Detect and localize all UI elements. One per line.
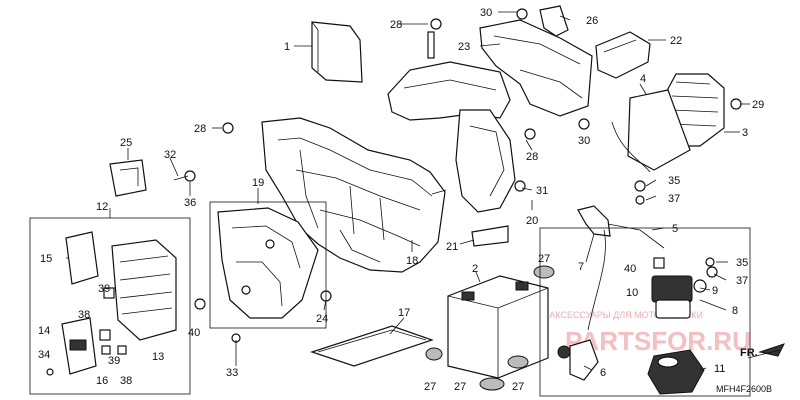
callout-28-c[interactable]: 28 [526, 151, 538, 163]
callout-30-a[interactable]: 30 [480, 7, 492, 19]
part-7-cable[interactable] [577, 205, 665, 331]
group-box-5 [539, 227, 751, 397]
callout-39-a[interactable]: 39 [98, 283, 110, 295]
part-13-fuse-box[interactable] [111, 239, 177, 341]
part-26-clamp[interactable] [539, 5, 569, 37]
front-direction-arrow: FR. [740, 343, 785, 359]
callout-1[interactable]: 1 [284, 41, 290, 53]
callout-24[interactable]: 24 [316, 313, 328, 325]
callout-28-a[interactable]: 28 [390, 19, 402, 31]
callout-37-b[interactable]: 37 [736, 275, 748, 287]
callout-27-a[interactable]: 27 [538, 253, 550, 265]
callout-32[interactable]: 32 [164, 149, 176, 161]
callout-12[interactable]: 12 [96, 201, 108, 213]
callout-33[interactable]: 33 [226, 367, 238, 379]
callout-34[interactable]: 34 [38, 349, 50, 361]
callout-17[interactable]: 17 [398, 307, 410, 319]
leader-lines [66, 11, 750, 371]
part-25-holder[interactable] [109, 159, 147, 197]
callout-23[interactable]: 23 [458, 41, 470, 53]
callout-21[interactable]: 21 [446, 241, 458, 253]
part-19-bracket[interactable] [217, 207, 319, 319]
callout-28-b[interactable]: 28 [194, 123, 206, 135]
callout-26[interactable]: 26 [586, 15, 598, 27]
callout-2[interactable]: 2 [472, 263, 478, 275]
callout-27-c[interactable]: 27 [454, 381, 466, 393]
callout-13[interactable]: 13 [152, 351, 164, 363]
part-11-relay-cover[interactable] [647, 349, 705, 395]
callout-38-a[interactable]: 38 [78, 309, 90, 321]
callout-5[interactable]: 5 [672, 223, 678, 235]
part-17-mat[interactable] [310, 325, 434, 367]
callout-8[interactable]: 8 [732, 305, 738, 317]
callout-27-b[interactable]: 27 [424, 381, 436, 393]
fasteners [46, 8, 742, 391]
callout-35-a[interactable]: 35 [668, 175, 680, 187]
part-22-holder[interactable] [595, 31, 651, 79]
callout-18[interactable]: 18 [406, 255, 418, 267]
part-4-cover[interactable] [611, 89, 691, 173]
callout-25[interactable]: 25 [120, 137, 132, 149]
part-14-cap[interactable] [61, 317, 97, 375]
part-2-battery[interactable] [447, 275, 549, 379]
callout-40-a[interactable]: 40 [188, 327, 200, 339]
callout-15[interactable]: 15 [40, 253, 52, 265]
callout-30-b[interactable]: 30 [578, 135, 590, 147]
watermark-tagline: ЗАПЧАСТИ И АКСЕССУАРЫ ДЛЯ МОТОТЕХНИКИ [490, 310, 703, 320]
callout-19[interactable]: 19 [252, 177, 264, 189]
callout-27-d[interactable]: 27 [512, 381, 524, 393]
callout-37-a[interactable]: 37 [668, 193, 680, 205]
callout-6[interactable]: 6 [600, 367, 606, 379]
part-18-battery-box[interactable] [261, 117, 446, 273]
callout-4[interactable]: 4 [640, 73, 646, 85]
part-1-cover[interactable] [311, 21, 363, 83]
group-box-19 [209, 201, 327, 329]
callout-35-b[interactable]: 35 [736, 257, 748, 269]
callout-7[interactable]: 7 [578, 261, 584, 273]
watermark-brand: PARTSFOR.RU [565, 326, 751, 356]
callout-36[interactable]: 36 [184, 197, 196, 209]
part-6-terminal[interactable] [557, 339, 599, 381]
callout-16[interactable]: 16 [96, 375, 108, 387]
callout-29[interactable]: 29 [752, 99, 764, 111]
callout-3[interactable]: 3 [742, 127, 748, 139]
callout-14[interactable]: 14 [38, 325, 50, 337]
callout-10[interactable]: 10 [626, 287, 638, 299]
callout-22[interactable]: 22 [670, 35, 682, 47]
callouts: 1 2 3 4 5 6 7 8 9 10 11 12 13 14 15 16 1… [38, 7, 764, 393]
direction-label: FR. [740, 347, 758, 359]
callout-31[interactable]: 31 [536, 185, 548, 197]
part-15-fuse-cover[interactable] [65, 231, 99, 285]
part-23-upper-tray[interactable] [387, 19, 593, 213]
callout-38-b[interactable]: 38 [120, 375, 132, 387]
callout-40-b[interactable]: 40 [624, 263, 636, 275]
callout-39-b[interactable]: 39 [108, 355, 120, 367]
callout-20[interactable]: 20 [526, 215, 538, 227]
diagram-code: MFH4F2600B [716, 384, 772, 394]
callout-11[interactable]: 11 [714, 363, 725, 375]
callout-9[interactable]: 9 [712, 285, 718, 297]
